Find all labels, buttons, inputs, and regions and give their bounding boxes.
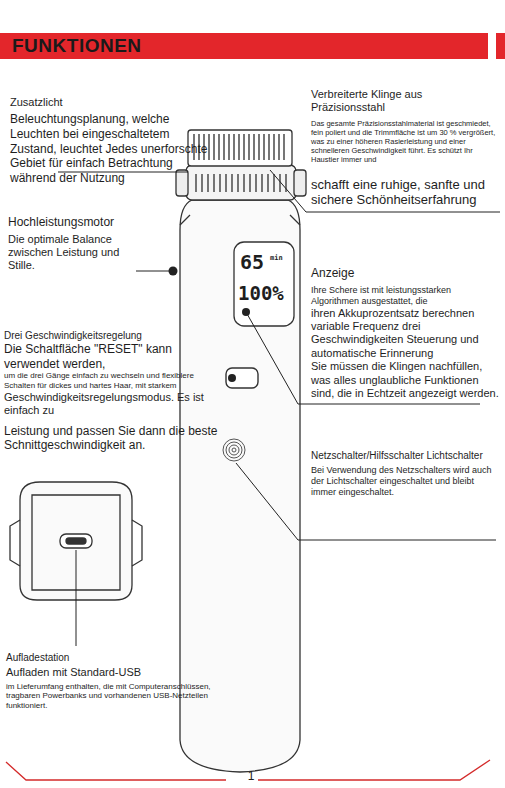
display-reading: 100% (238, 284, 292, 303)
callout-text: Drei Geschwindigkeitsregelung (4, 330, 224, 342)
display-reading: min (270, 255, 292, 262)
callout-text: Bei Verwendung des Netzschalters wird au… (311, 465, 499, 498)
callout-text: Zusatzlicht (10, 96, 215, 109)
callout-text: Beleuchtungsplanung, welche Leuchten bei… (10, 112, 215, 185)
callout-text: Anzeige (311, 266, 499, 281)
page-number: 1 (236, 769, 266, 784)
callout-text: Das gesamte Präzisionsstahlmaterial ist … (311, 119, 499, 165)
reset-button (226, 368, 258, 388)
callout-group: AnzeigeIhre Schere ist mit leistungsstar… (311, 266, 499, 400)
callout-group: 65 (240, 252, 270, 272)
callout-group: Drei GeschwindigkeitsregelungDie Schaltf… (4, 330, 224, 453)
display-frame (234, 242, 294, 326)
callout-text: Netzschalter/Hilfsschalter Lichtschalter (311, 450, 499, 462)
callout-text: Die Schaltfläche "RESET" kann verwendet … (4, 342, 224, 371)
callout-text: Hochleistungsmotor (8, 215, 140, 230)
callout-group: AufladestationAufladen mit Standard-USB i… (6, 652, 246, 711)
callout-text: Leistung und passen Sie dann die beste S… (4, 424, 224, 453)
callout-text: Sie müssen die Klingen nachfüllen, was a… (311, 360, 499, 400)
callout-text: Aufladen mit Standard-USB (6, 666, 246, 679)
power-button (223, 439, 245, 461)
trimmer-body (176, 130, 306, 772)
callout-text: ihren Akkuprozentsatz berechnen variable… (311, 307, 499, 361)
callout-text: Die optimale Balance zwischen Leistung u… (8, 233, 140, 273)
title-band (0, 33, 488, 59)
callout-group: ZusatzlichtBeleuchtungsplanung, welche L… (10, 96, 215, 186)
leader-lines (58, 170, 500, 646)
leader-dot (228, 374, 236, 382)
callout-text: Geschwindigkeitsregelungsmodus. Es ist e… (4, 391, 224, 418)
callout-group: HochleistungsmotorDie optimale Balance z… (8, 215, 140, 273)
leader-dot (169, 267, 178, 276)
callout-group: Netzschalter/Hilfsschalter Lichtschalter… (311, 450, 499, 498)
callout-group: min (270, 255, 292, 262)
title-band-end (496, 33, 505, 59)
leader-dot (242, 308, 250, 316)
page-title: FUNKTIONEN (12, 35, 142, 57)
callout-group: 100% (238, 284, 292, 303)
callout-text: Verbreiterte Klinge aus Präzisionsstahl (311, 88, 499, 115)
callout-text: Aufladestation (6, 652, 246, 664)
callout-group: 1 (236, 769, 266, 784)
callout-text: um die drei Gänge einfach zu wechseln un… (4, 371, 224, 391)
callout-group: Verbreiterte Klinge aus PräzisionsstahlD… (311, 88, 499, 208)
callout-text: im Lieferumfang enthalten, die mit Compu… (6, 682, 246, 711)
display-reading: 65 (240, 252, 270, 272)
callout-text: Ihre Schere ist mit leistungsstarken Alg… (311, 285, 499, 307)
blade-teeth (194, 134, 286, 192)
callout-text: schafft eine ruhige, sanfte und sichere … (311, 177, 499, 209)
